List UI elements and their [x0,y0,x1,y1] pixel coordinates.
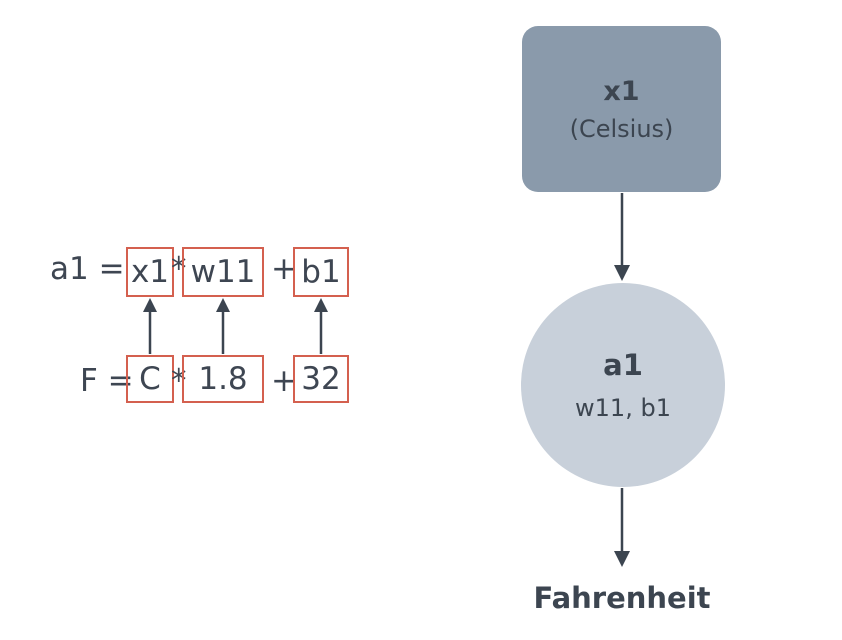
equation-top-term-x1: x1 [126,247,174,297]
equation-top-prefix: a1 = [50,251,125,287]
mapping-arrow-1-8-to-w11 [216,298,230,354]
input-node: x1 (Celsius) [522,26,721,192]
neuron-node-subtitle: w11, b1 [575,394,671,422]
equation-bottom-term-1-8: 1.8 [182,355,264,403]
equation-bottom-plus: + [271,363,297,399]
neuron-node: a1 w11, b1 [521,283,725,487]
equation-top-term-b1: b1 [293,247,349,297]
input-node-subtitle: (Celsius) [569,114,674,143]
output-label: Fahrenheit [533,581,711,615]
equation-top-plus: + [271,251,297,287]
input-node-title: x1 [603,75,640,107]
edge-input-to-neuron [614,193,630,281]
neuron-node-title: a1 [603,348,643,382]
equation-bottom-term-32: 32 [293,355,349,403]
mapping-arrow-c-to-x1 [143,298,157,354]
mapping-arrow-32-to-b1 [314,298,328,354]
equation-bottom-prefix: F = [80,363,134,399]
edge-neuron-to-output [614,488,630,567]
equation-top-term-w11: w11 [182,247,264,297]
equation-bottom-term-c: C [126,355,174,403]
